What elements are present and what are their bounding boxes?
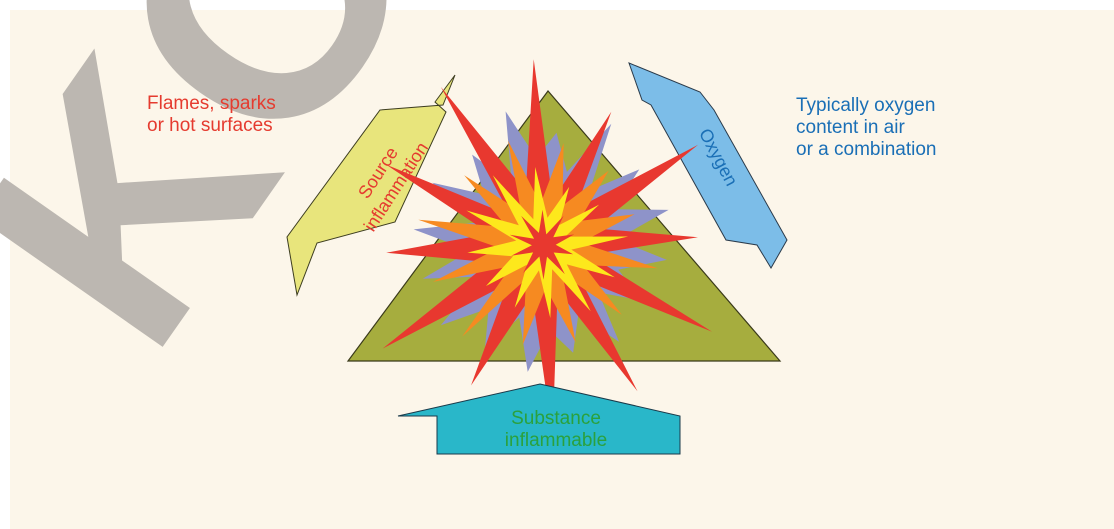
- ignition-note: Flames, sparks or hot surfaces: [147, 93, 347, 137]
- substance-arrow-label-1: Substance: [511, 408, 601, 429]
- ignition-note-line-1: Flames, sparks: [147, 93, 347, 115]
- ignition-note-line-2: or hot surfaces: [147, 115, 347, 137]
- oxygen-note-line-1: Typically oxygen: [796, 95, 1016, 117]
- oxygen-note: Typically oxygen content in air or a com…: [796, 95, 1016, 161]
- substance-arrow-label-2: inflammable: [505, 430, 607, 451]
- oxygen-note-line-3: or a combination: [796, 139, 1016, 161]
- oxygen-note-line-2: content in air: [796, 117, 1016, 139]
